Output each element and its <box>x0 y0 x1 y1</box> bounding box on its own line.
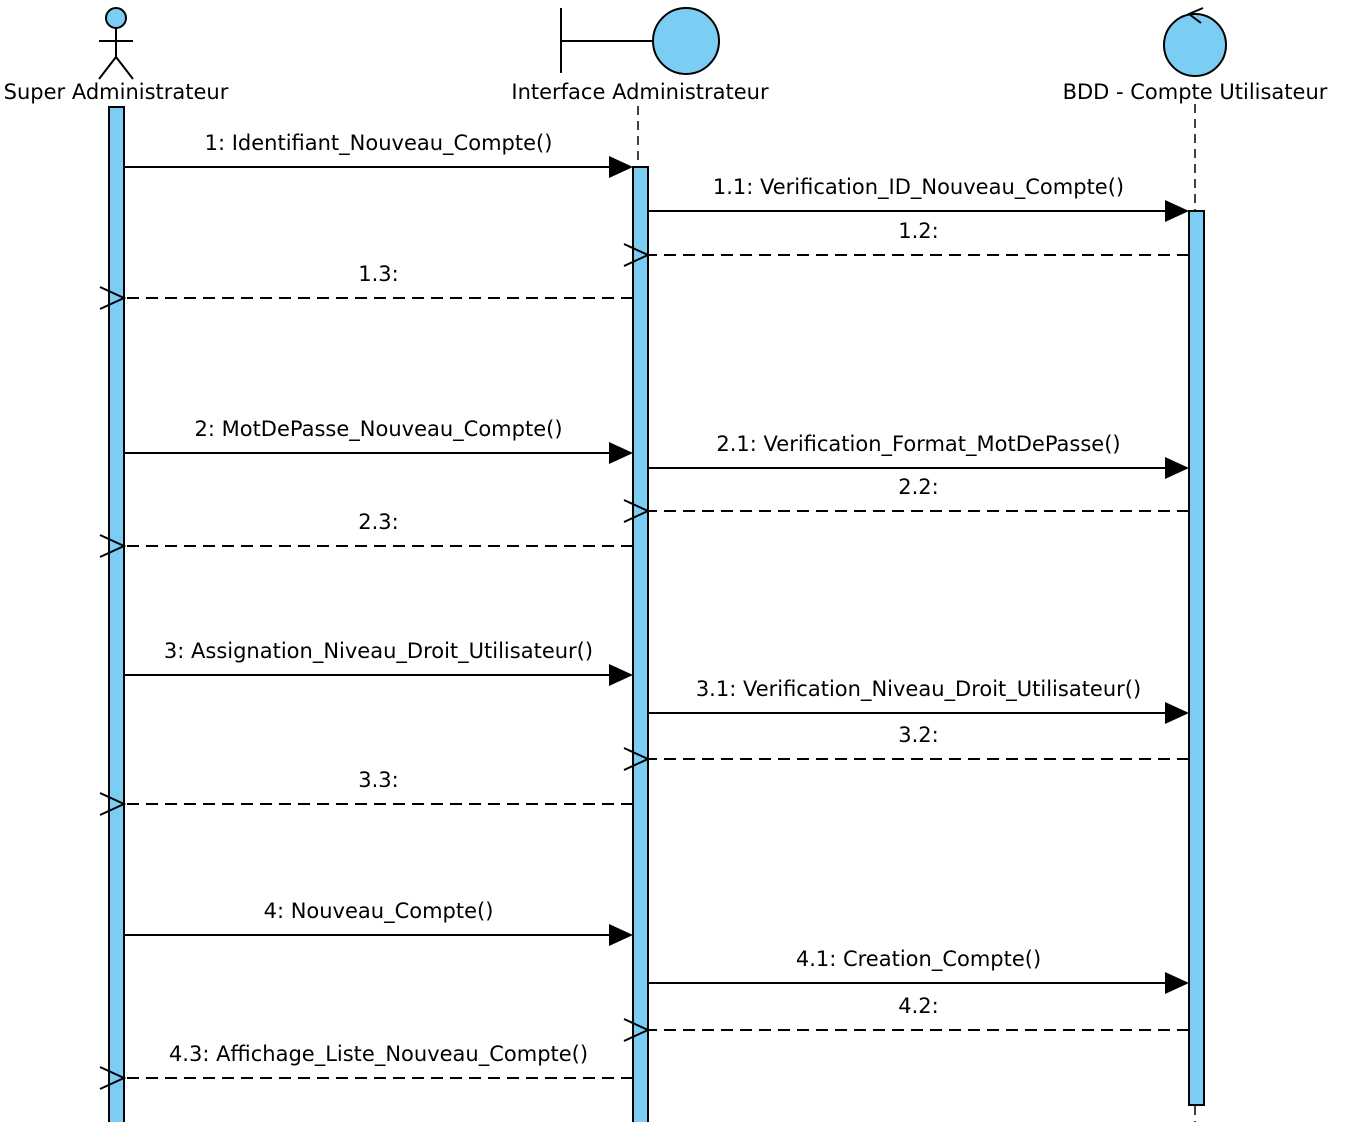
arrowhead-open <box>623 499 651 523</box>
arrowhead-filled <box>609 156 633 178</box>
message-label: 2: MotDePasse_Nouveau_Compte() <box>194 417 562 442</box>
participant-super-administrateur[interactable]: Super Administrateur <box>4 7 229 104</box>
participant-bdd-compte-utilisateur[interactable]: BDD - Compte Utilisateur <box>1063 7 1328 104</box>
message-return[interactable]: 3.3: <box>99 768 633 816</box>
participant-interface-administrateur[interactable]: Interface Administrateur <box>511 7 769 104</box>
arrowhead-open <box>99 792 127 816</box>
message-call[interactable]: 3: Assignation_Niveau_Droit_Utilisateur(… <box>124 639 633 686</box>
message-return[interactable]: 2.2: <box>623 475 1189 523</box>
message-return[interactable]: 4.2: <box>623 994 1189 1042</box>
arrowhead-open <box>99 1066 127 1090</box>
message-label: 1: Identifiant_Nouveau_Compte() <box>205 131 553 156</box>
arrowhead-filled <box>609 442 633 464</box>
arrowhead-open <box>623 747 651 771</box>
activation-bar-interface-administrateur <box>632 166 649 1122</box>
actor-stick-figure-icon <box>98 7 134 80</box>
arrowhead-open <box>99 286 127 310</box>
arrowhead-filled <box>609 664 633 686</box>
arrowhead-filled <box>1165 972 1189 994</box>
arrowhead-open <box>623 1018 651 1042</box>
message-label: 2.1: Verification_Format_MotDePasse() <box>716 432 1120 457</box>
message-call[interactable]: 4: Nouveau_Compte() <box>124 899 633 946</box>
activation-bar-super-administrateur <box>108 106 125 1122</box>
message-label: 3: Assignation_Niveau_Droit_Utilisateur(… <box>164 639 593 664</box>
message-return[interactable]: 3.2: <box>623 723 1189 771</box>
message-label: 3.2: <box>898 723 938 747</box>
message-return[interactable]: 4.3: Affichage_Liste_Nouveau_Compte() <box>99 1042 633 1090</box>
message-call[interactable]: 4.1: Creation_Compte() <box>648 947 1189 994</box>
message-return[interactable]: 1.3: <box>99 262 633 310</box>
message-label: 3.1: Verification_Niveau_Droit_Utilisate… <box>696 677 1141 702</box>
message-label: 3.3: <box>358 768 398 792</box>
message-label: 2.3: <box>358 510 398 534</box>
activation-bar-bdd-compte-utilisateur <box>1188 210 1205 1106</box>
message-label: 1.3: <box>358 262 398 286</box>
arrowhead-filled <box>609 924 633 946</box>
message-call[interactable]: 2.1: Verification_Format_MotDePasse() <box>648 432 1189 479</box>
participant-label: BDD - Compte Utilisateur <box>1063 80 1328 104</box>
arrowhead-filled <box>1165 457 1189 479</box>
message-label: 2.2: <box>898 475 938 499</box>
message-label: 1.2: <box>898 219 938 243</box>
message-label: 4.2: <box>898 994 938 1018</box>
message-call[interactable]: 2: MotDePasse_Nouveau_Compte() <box>124 417 633 464</box>
participant-label: Interface Administrateur <box>511 80 769 104</box>
boundary-icon <box>560 7 720 75</box>
message-call[interactable]: 1: Identifiant_Nouveau_Compte() <box>124 131 633 178</box>
message-call[interactable]: 1.1: Verification_ID_Nouveau_Compte() <box>648 175 1189 222</box>
participant-label: Super Administrateur <box>4 80 229 104</box>
message-return[interactable]: 1.2: <box>623 219 1189 267</box>
message-label: 4.3: Affichage_Liste_Nouveau_Compte() <box>169 1042 588 1067</box>
message-label: 4.1: Creation_Compte() <box>796 947 1041 972</box>
message-call[interactable]: 3.1: Verification_Niveau_Droit_Utilisate… <box>648 677 1189 724</box>
message-label: 4: Nouveau_Compte() <box>264 899 494 924</box>
arrowhead-filled <box>1165 702 1189 724</box>
arrowhead-open <box>623 243 651 267</box>
arrowhead-open <box>99 534 127 558</box>
message-label: 1.1: Verification_ID_Nouveau_Compte() <box>713 175 1124 200</box>
control-icon <box>1163 7 1227 77</box>
message-return[interactable]: 2.3: <box>99 510 633 558</box>
arrowhead-filled <box>1165 200 1189 222</box>
messages-group: 1: Identifiant_Nouveau_Compte() 1.1: Veri… <box>99 131 1189 1090</box>
